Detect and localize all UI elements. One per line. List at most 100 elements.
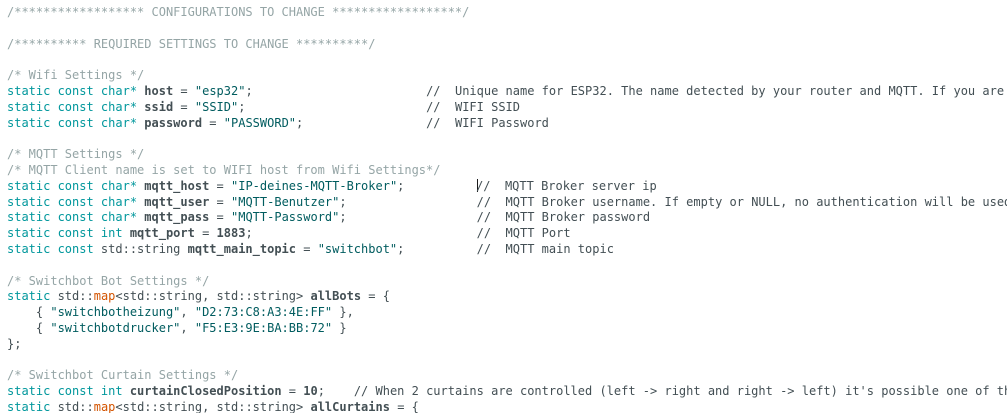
code-token: <std::string, std::string> (115, 399, 311, 413)
code-token: "IP-deines-MQTT-Broker" (231, 178, 398, 193)
code-line: static const char* password = "PASSWORD"… (7, 116, 1007, 132)
code-token: /* Switchbot Curtain Settings */ (7, 368, 239, 383)
code-token: <std::string, std::string> (115, 289, 311, 304)
code-token: static const char* (7, 210, 138, 225)
code-token: host (144, 83, 174, 98)
code-token: = (296, 241, 318, 256)
code-token: = { (389, 399, 419, 413)
code-token: static const char* (7, 194, 138, 209)
code-token: static (7, 289, 51, 304)
code-line: static const char* ssid = "SSID"; // WIF… (7, 100, 1007, 116)
code-token: "MQTT-Benutzer" (231, 194, 340, 209)
code-line (7, 353, 1007, 369)
code-token: // MQTT Broker username. If empty or NUL… (346, 194, 1007, 209)
code-token: ; (339, 194, 347, 209)
code-token: "esp32" (194, 83, 246, 98)
code-token: map (93, 289, 116, 304)
code-token: static const char* (7, 115, 138, 130)
code-token: 10 (303, 384, 318, 399)
code-token: /* MQTT Settings */ (7, 147, 145, 162)
code-token: // When 2 curtains are controlled (left … (324, 384, 1007, 399)
code-token: 1883 (216, 226, 246, 241)
code-line: static const char* mqtt_host = "IP-deine… (7, 178, 1007, 195)
code-token: std::string (93, 241, 188, 256)
code-token: std:: (50, 399, 94, 413)
code-line (7, 52, 1007, 68)
code-token: // MQTT Broker password (346, 210, 651, 225)
code-token: // MQTT Port (252, 226, 571, 241)
text-cursor-icon (476, 178, 478, 192)
code-token: = (209, 178, 231, 193)
code-line: /* MQTT Settings */ (7, 147, 1007, 163)
code-token: = (209, 194, 231, 209)
code-token: ssid (144, 99, 174, 114)
code-line (7, 258, 1007, 274)
code-token: allCurtains (310, 399, 390, 413)
code-token: "switchbot" (317, 241, 398, 256)
code-line: /* MQTT Client name is set to WIFI host … (7, 163, 1007, 179)
code-token: { (7, 305, 51, 320)
code-token (123, 384, 130, 398)
code-token: = (209, 210, 231, 225)
code-token: = (202, 115, 224, 130)
code-token: "PASSWORD" (223, 115, 297, 130)
code-line (7, 21, 1007, 37)
code-token: static const char* (7, 83, 138, 98)
code-token: ; (238, 99, 246, 114)
code-token: /* Switchbot Bot Settings */ (7, 273, 210, 288)
code-token: static (7, 399, 51, 413)
code-token (404, 179, 476, 193)
code-token: mqtt_main_topic (187, 241, 296, 256)
code-token: mqtt_host (144, 178, 210, 193)
code-token: , (180, 305, 195, 320)
code-token: static const (7, 241, 94, 256)
code-token: // MQTT main topic (404, 241, 614, 256)
code-token: ; (397, 241, 405, 256)
code-token: curtainClosedPosition (129, 384, 282, 399)
code-line: static std::map<std::string, std::string… (7, 400, 1007, 413)
code-token: "switchbotdrucker" (50, 320, 181, 335)
code-line (7, 131, 1007, 147)
code-token: "D2:73:C8:A3:4E:FF" (194, 305, 333, 320)
code-token: /********** REQUIRED SETTINGS TO CHANGE … (7, 36, 376, 51)
code-line: static std::map<std::string, std::string… (7, 289, 1007, 305)
code-token: /****************** CONFIGURATIONS TO CH… (7, 5, 470, 19)
code-line: static const char* host = "esp32"; // Un… (7, 84, 1007, 100)
code-line: { "switchbotheizung", "D2:73:C8:A3:4E:FF… (7, 305, 1007, 321)
code-token: password (144, 115, 203, 130)
code-token: ; (339, 210, 347, 225)
code-token: static const char* (7, 178, 138, 193)
code-line: /****************** CONFIGURATIONS TO CH… (7, 5, 1007, 21)
code-token: = { (361, 289, 390, 304)
code-token: allBots (310, 289, 362, 304)
code-token: "F5:E3:9E:BA:BB:72" (194, 320, 333, 335)
code-token: mqtt_port (129, 226, 195, 241)
code-token: , (180, 320, 195, 335)
code-line: }; (7, 337, 1007, 353)
code-line: /* Switchbot Bot Settings */ (7, 274, 1007, 290)
code-line: static const int mqtt_port = 1883; // MQ… (7, 226, 1007, 242)
code-token: /* Wifi Settings */ (7, 68, 145, 83)
code-token: // WIFI Password (303, 115, 549, 130)
code-token: static const int (7, 384, 123, 399)
code-line: /* Wifi Settings */ (7, 68, 1007, 84)
code-line: static const char* mqtt_pass = "MQTT-Pas… (7, 210, 1007, 226)
code-token: = (194, 226, 217, 241)
code-token: = (173, 99, 195, 114)
code-token: mqtt_pass (144, 210, 210, 225)
code-token: ; (245, 226, 253, 241)
code-token: ; (245, 83, 253, 98)
code-token: // WIFI SSID (245, 99, 521, 114)
code-token: { (7, 320, 51, 335)
code-token: = (173, 83, 195, 98)
code-line: static const int curtainClosedPosition =… (7, 384, 1007, 400)
code-token: std:: (50, 289, 94, 304)
code-token: ; (397, 178, 405, 193)
code-token: "MQTT-Password" (231, 210, 340, 225)
code-line: static const char* mqtt_user = "MQTT-Ben… (7, 195, 1007, 211)
code-token: static const int (7, 226, 123, 241)
code-line: static const std::string mqtt_main_topic… (7, 242, 1007, 258)
code-token: static const char* (7, 99, 138, 114)
code-token: // MQTT Broker server ip (476, 178, 657, 193)
